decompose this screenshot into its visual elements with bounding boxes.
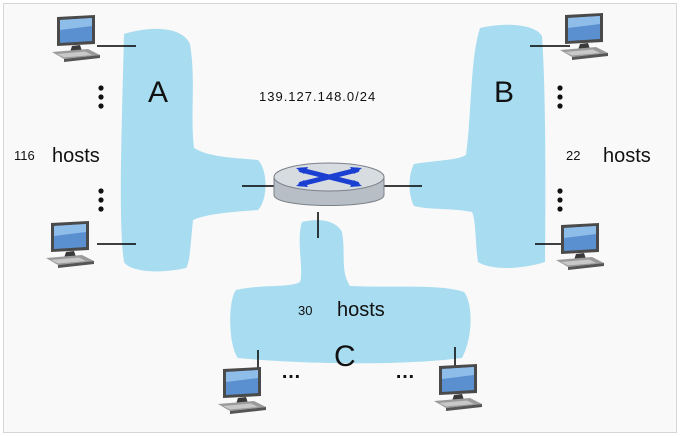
links <box>97 45 570 370</box>
router-icon <box>273 162 385 206</box>
segment-c-shape <box>230 220 471 364</box>
segment-c-label: C <box>334 340 356 373</box>
segment-a-host-count: 116 <box>14 148 35 163</box>
desktop-computer-icon <box>434 364 482 411</box>
horizontal-ellipsis: … <box>395 361 417 383</box>
segment-c-host-count: 30 <box>298 303 313 318</box>
desktop-computer-icon <box>556 223 604 270</box>
segment-b-label: B <box>494 76 515 109</box>
segment-b-host-count: 22 <box>566 148 581 163</box>
vertical-ellipsis <box>98 85 563 212</box>
segment-b-hosts-label: hosts <box>603 145 651 167</box>
desktop-computer-icon <box>52 15 100 62</box>
segment-a-hosts-label: hosts <box>52 145 100 167</box>
segment-b-shape <box>409 24 546 269</box>
desktop-computer-icon <box>218 367 266 414</box>
subnet-address: 139.127.148.0/24 <box>259 89 377 104</box>
horizontal-ellipsis: … <box>281 361 303 383</box>
segment-c-hosts-label: hosts <box>337 299 385 321</box>
segment-a-label: A <box>148 76 169 109</box>
segment-a-shape <box>120 28 266 272</box>
desktop-computer-icon <box>46 221 94 268</box>
desktop-computer-icon <box>560 13 608 60</box>
